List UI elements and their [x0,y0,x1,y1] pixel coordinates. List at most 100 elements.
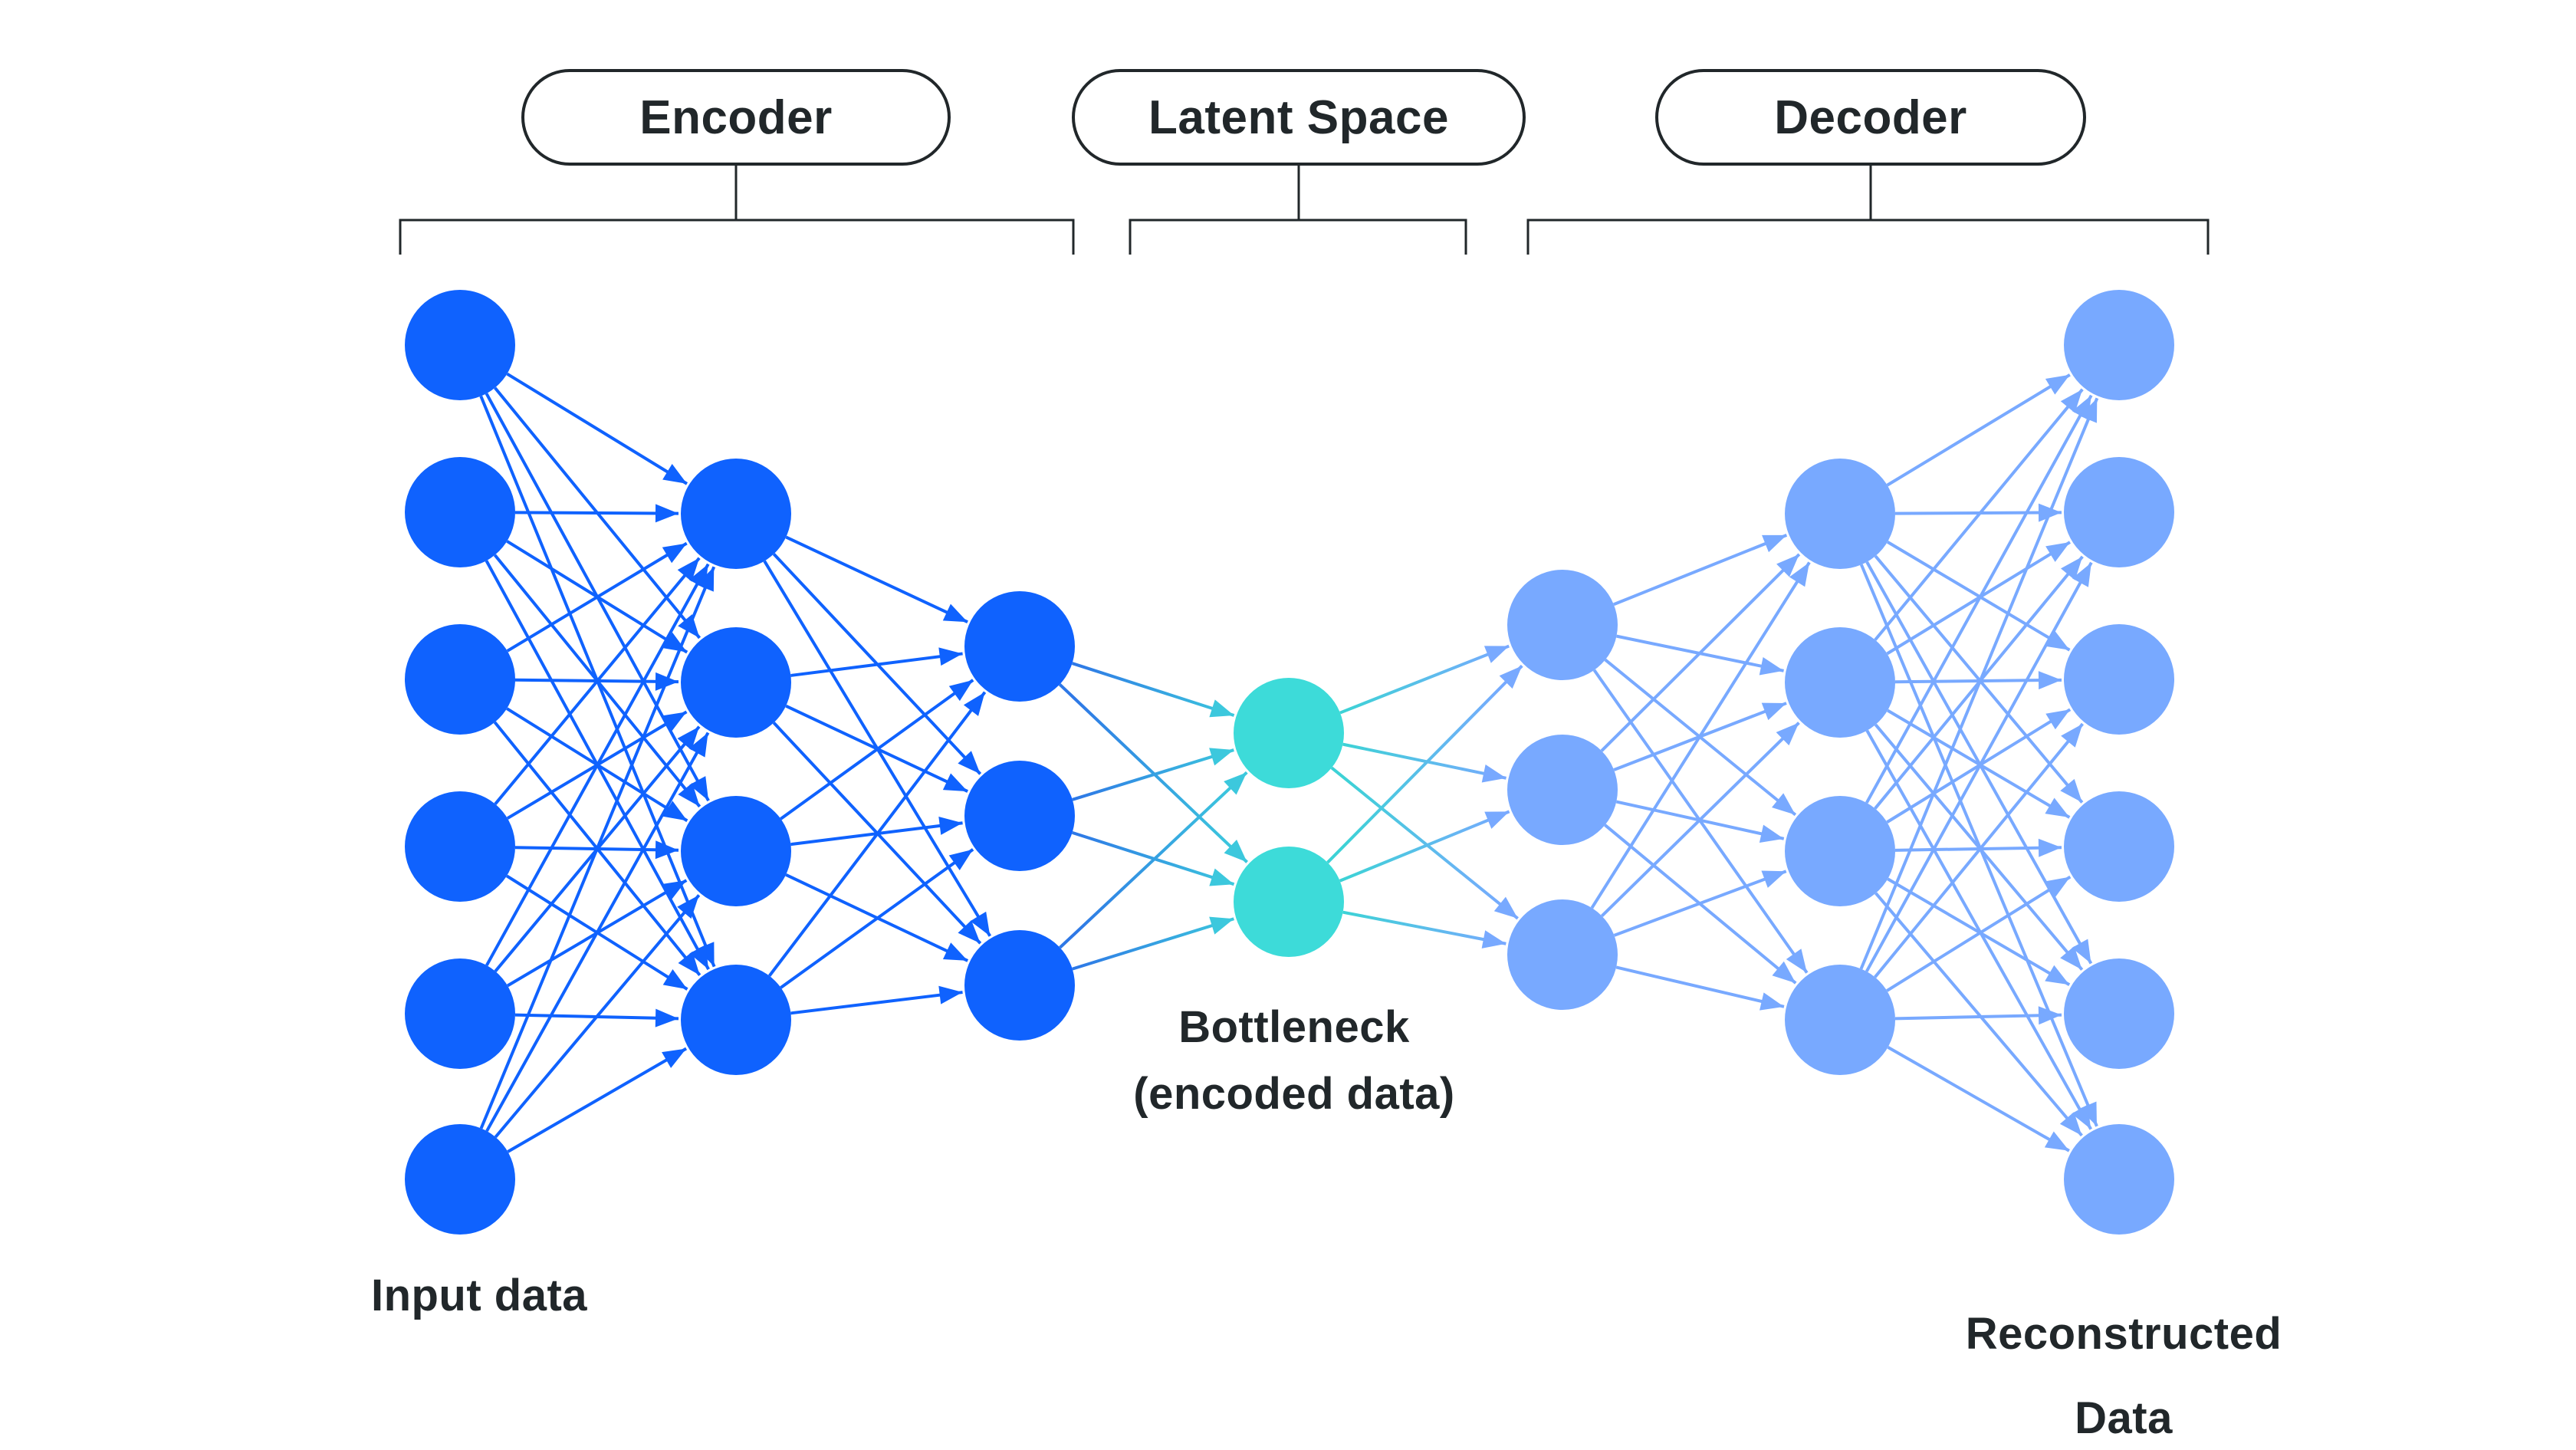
node-enc-hidden-1-3 [681,796,791,906]
link-bottleneck-to-dec-hidden-1 [1339,644,1510,715]
link-dec-hidden-2-to-output [1886,875,2072,992]
node-output-4 [2064,791,2174,902]
layer-enc-hidden-1 [681,459,791,1075]
node-enc-hidden-2-3 [964,930,1075,1041]
layer-output [2064,290,2174,1235]
node-input-5 [405,958,515,1069]
bracket-encoder [399,166,1075,255]
connections-input-to-enc-hidden-1 [479,372,716,1153]
node-dec-hidden-1-2 [1507,735,1618,845]
connections-enc-hidden-2-to-bottleneck [1058,662,1248,971]
layer-input [405,290,515,1235]
link-input-to-enc-hidden-1 [507,1047,688,1153]
pill-encoder-label: Encoder [639,90,833,144]
layer-dec-hidden-1 [1507,570,1618,1010]
pill-latent-space: Latent Space [1072,69,1526,166]
link-input-to-enc-hidden-1 [494,894,701,1139]
label-input-data: Input data [370,1270,588,1320]
link-enc-hidden-2-to-bottleneck [1072,748,1234,801]
bracket-decoder [1526,166,2210,255]
link-bottleneck-to-dec-hidden-1 [1339,810,1510,883]
node-enc-hidden-2-2 [964,761,1075,871]
link-bottleneck-to-dec-hidden-1 [1342,742,1506,783]
layer-dec-hidden-2 [1785,459,1895,1075]
link-dec-hidden-1-to-dec-hidden-2 [1590,561,1811,909]
pill-decoder-label: Decoder [1774,90,1967,144]
link-input-to-enc-hidden-1 [485,732,710,1133]
node-output-6 [2064,1124,2174,1235]
node-output-2 [2064,457,2174,567]
link-dec-hidden-1-to-dec-hidden-2 [1613,870,1787,937]
pill-decoder: Decoder [1655,69,2086,166]
node-input-3 [405,624,515,735]
link-input-to-enc-hidden-1 [506,541,688,653]
node-input-2 [405,457,515,567]
link-enc-hidden-1-to-enc-hidden-2 [780,679,974,820]
network-nodes [405,290,2174,1235]
link-bottleneck-to-dec-hidden-1 [1326,664,1523,864]
link-dec-hidden-2-to-output [1865,561,2093,972]
link-dec-hidden-2-to-output [1887,877,2071,986]
link-enc-hidden-1-to-enc-hidden-2 [790,985,963,1015]
node-enc-hidden-2-1 [964,591,1075,702]
link-dec-hidden-2-to-output [1874,388,2084,641]
node-dec-hidden-2-2 [1785,627,1895,738]
link-enc-hidden-1-to-enc-hidden-2 [780,848,974,989]
node-bottleneck-1 [1234,678,1344,788]
link-dec-hidden-1-to-dec-hidden-2 [1601,722,1800,918]
link-bottleneck-to-dec-hidden-1 [1342,910,1506,949]
node-output-5 [2064,958,2174,1069]
link-dec-hidden-1-to-dec-hidden-2 [1613,534,1788,607]
connections-bottleneck-to-dec-hidden-1 [1326,644,1523,949]
node-dec-hidden-2-3 [1785,796,1895,906]
node-output-3 [2064,624,2174,735]
link-enc-hidden-2-to-bottleneck [1072,916,1234,971]
node-input-1 [405,290,515,400]
link-enc-hidden-1-to-enc-hidden-2 [767,691,987,977]
link-dec-hidden-2-to-output [1886,541,2071,652]
link-dec-hidden-2-to-output [1865,394,2093,804]
connections-dec-hidden-2-to-output [1859,373,2099,1152]
pill-encoder: Encoder [521,69,951,166]
connections-enc-hidden-1-to-enc-hidden-2 [763,535,992,1015]
link-input-to-enc-hidden-1 [485,563,710,966]
node-bottleneck-2 [1234,847,1344,957]
link-enc-hidden-2-to-bottleneck [1059,771,1248,949]
pill-latent-space-label: Latent Space [1148,90,1449,144]
link-input-to-enc-hidden-1 [479,566,716,1129]
link-dec-hidden-2-to-output [1859,397,2099,970]
section-brackets [399,166,2210,255]
layer-enc-hidden-2 [964,591,1075,1041]
node-enc-hidden-1-2 [681,627,791,738]
link-dec-hidden-1-to-dec-hidden-2 [1615,965,1785,1011]
link-dec-hidden-1-to-dec-hidden-2 [1600,553,1801,752]
link-input-to-enc-hidden-1 [506,372,688,485]
label-reconstructed-data: Reconstructed Data [1965,1308,2282,1443]
link-dec-hidden-2-to-output [1887,1045,2070,1152]
node-enc-hidden-1-1 [681,459,791,569]
link-dec-hidden-2-to-output [1894,1006,2062,1025]
node-dec-hidden-2-1 [1785,459,1895,569]
link-dec-hidden-2-to-output [1874,722,2084,978]
node-dec-hidden-2-4 [1785,965,1895,1075]
link-input-to-enc-hidden-1 [494,557,701,805]
link-enc-hidden-2-to-bottleneck [1071,662,1235,718]
link-dec-hidden-2-to-output [1886,373,2071,487]
bracket-latent [1129,166,1467,255]
node-output-1 [2064,290,2174,400]
layer-bottleneck [1234,678,1344,957]
connections-dec-hidden-1-to-dec-hidden-2 [1590,534,1811,1011]
link-bottleneck-to-dec-hidden-1 [1330,766,1519,920]
link-dec-hidden-2-to-output [1865,729,2093,1130]
node-dec-hidden-1-1 [1507,570,1618,680]
connection-links [479,372,2099,1153]
node-input-4 [405,791,515,902]
link-enc-hidden-1-to-enc-hidden-2 [790,647,963,677]
node-dec-hidden-1-3 [1507,899,1618,1010]
link-dec-hidden-2-to-output [1887,709,2071,819]
label-bottleneck: Bottleneck (encoded data) [1133,1002,1455,1119]
node-input-6 [405,1124,515,1235]
node-enc-hidden-1-4 [681,965,791,1075]
